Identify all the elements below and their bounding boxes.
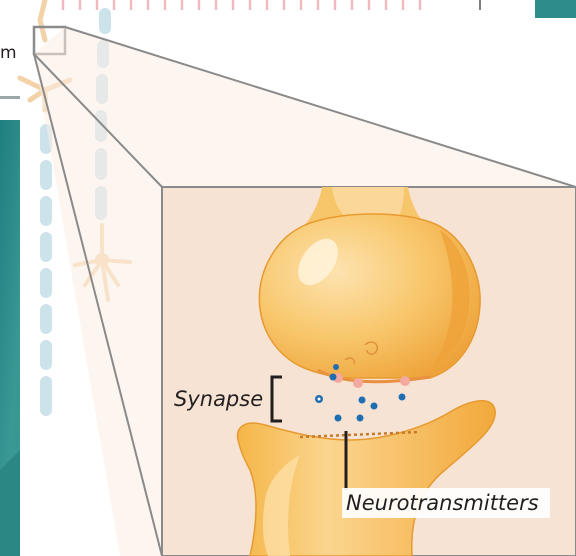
top-strip-edge: [0, 96, 20, 99]
partial-left-text: m: [0, 43, 17, 63]
teal-background-top-right: [535, 0, 576, 18]
neurotransmitters-label: Neurotransmitters: [346, 491, 539, 515]
synapse-label: Synapse: [174, 387, 263, 411]
